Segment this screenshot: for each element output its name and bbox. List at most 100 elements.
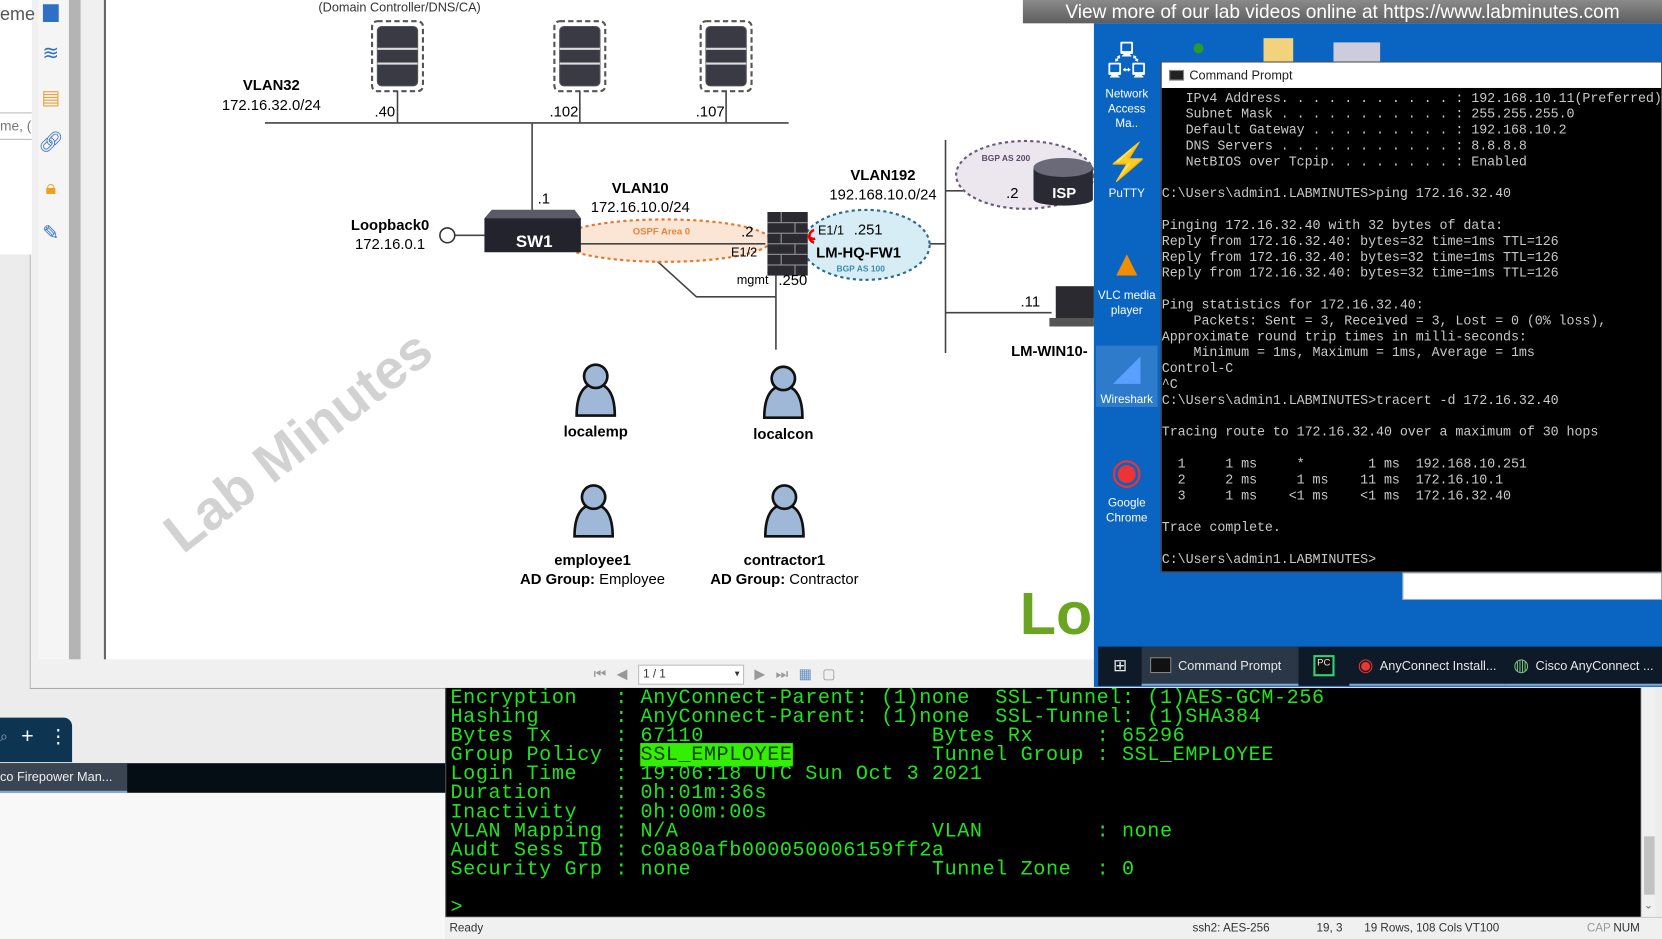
loopback-icon bbox=[439, 227, 456, 244]
user-icon bbox=[575, 363, 617, 417]
terminal-text: VLAN Mapping : N/A VLAN : none bbox=[450, 819, 1173, 843]
scrollbar-thumb[interactable] bbox=[1644, 836, 1655, 895]
folder-icon bbox=[1263, 38, 1294, 62]
next-page-icon[interactable]: ▶ bbox=[754, 665, 766, 682]
terminal-line: Inactivity : 0h:00m:00s bbox=[450, 802, 1324, 822]
remote-taskbar: ⊞ Command Prompt PC ◉AnyConnect Install.… bbox=[1098, 646, 1662, 686]
logo-fragment: Lo bbox=[1020, 580, 1093, 647]
fw-name: LM-HQ-FW1 bbox=[816, 246, 901, 262]
pages-icon[interactable]: ▆ bbox=[43, 0, 59, 23]
cmd-line bbox=[1162, 202, 1661, 218]
server-icon bbox=[699, 20, 753, 93]
isp-bgp-label: BGP AS 200 bbox=[982, 153, 1031, 163]
terminal-line: Duration : 0h:01m:36s bbox=[450, 783, 1324, 803]
cmd-line: C:\Users\admin1.LABMINUTES>tracert -d 17… bbox=[1161, 393, 1559, 409]
first-page-icon[interactable]: ⏮ bbox=[593, 665, 607, 682]
sidebar-splitter[interactable] bbox=[68, 0, 81, 660]
cmd-icon bbox=[1150, 657, 1172, 674]
desktop-icon-vlc[interactable]: ▲VLC media player bbox=[1096, 242, 1157, 318]
vlan32-name: VLAN32 bbox=[243, 78, 300, 94]
taskbar-item-cisco-anyconnect[interactable]: ◍Cisco AnyConnect ... bbox=[1504, 647, 1662, 686]
cmd-line: Default Gateway . . . . . . . . . : 192.… bbox=[1161, 122, 1567, 138]
ospf-area-label: OSPF Area 0 bbox=[633, 226, 690, 237]
floating-toolbar: ⌕ + ⋮ bbox=[0, 717, 73, 763]
fit-width-icon[interactable]: ▢ bbox=[822, 665, 836, 682]
fw-mgmt-ip: .250 bbox=[778, 273, 807, 289]
vlan10-name: VLAN10 bbox=[612, 181, 669, 197]
terminal-line: Group Policy : SSL_EMPLOYEE Tunnel Group… bbox=[450, 743, 1324, 767]
status-emulation: VT100 bbox=[1464, 922, 1500, 935]
attachment-icon[interactable]: 🔗︎ bbox=[38, 131, 64, 154]
comments-icon[interactable]: ▤ bbox=[41, 86, 61, 110]
cmd-line: Approximate round trip times in milli-se… bbox=[1161, 329, 1527, 345]
cmd-output[interactable]: IPv4 Address. . . . . . . . . . . : 192.… bbox=[1161, 88, 1662, 568]
last-page-icon[interactable]: ⏭ bbox=[775, 665, 789, 682]
isp-ip: .2 bbox=[1006, 186, 1018, 202]
cmd-line: Control-C bbox=[1161, 361, 1234, 377]
terminal-line: Security Grp : none Tunnel Zone : 0 bbox=[450, 859, 1324, 879]
wireshark-icon: ◢ bbox=[1112, 347, 1141, 388]
search-icon[interactable]: ⌕ bbox=[0, 728, 8, 745]
terminal-text: Group Policy : bbox=[450, 743, 641, 767]
scroll-down-icon[interactable]: ⌄ bbox=[1644, 899, 1653, 912]
network-access-icon: 🖧 bbox=[1106, 42, 1147, 83]
desktop-icon-network-access[interactable]: 🖧Network Access Ma.. bbox=[1096, 40, 1157, 131]
prev-page-icon[interactable]: ◀ bbox=[616, 665, 628, 682]
fw-inside-if: E1/2 bbox=[731, 245, 757, 260]
app-icon-partial: ● bbox=[1191, 33, 1206, 61]
anyconnect-icon: ◍ bbox=[1513, 654, 1530, 675]
status-ready: Ready bbox=[449, 922, 484, 935]
status-cap: CAP bbox=[1586, 922, 1611, 935]
signature-icon[interactable]: ✎ bbox=[42, 222, 60, 245]
terminal-line: Audt Sess ID : c0a80afb000050006159ff2a bbox=[450, 840, 1324, 860]
terminal-line: Hashing : AnyConnect-Parent: (1)none SSL… bbox=[450, 706, 1324, 726]
left-app-panel: eme me, ( bbox=[0, 0, 35, 255]
servers bbox=[370, 20, 753, 93]
vlan192-subnet: 192.168.10.0/24 bbox=[829, 187, 936, 203]
sw1-ip: .1 bbox=[538, 192, 550, 208]
cmd-line: Ping statistics for 172.16.32.40: bbox=[1161, 297, 1424, 313]
terminal-text: > bbox=[450, 895, 464, 917]
window-icon bbox=[1333, 42, 1381, 64]
taskbar-item-command-prompt[interactable]: Command Prompt bbox=[1142, 646, 1299, 686]
laptop-icon bbox=[1049, 286, 1094, 327]
fw-outside-if: E1/1 bbox=[818, 222, 844, 237]
bgp-as100-ellipse bbox=[801, 208, 931, 281]
taskbar-item-pycharm[interactable]: PC bbox=[1298, 647, 1349, 686]
cmd-line: Packets: Sent = 3, Received = 3, Lost = … bbox=[1161, 313, 1607, 329]
command-prompt-window[interactable]: Command Prompt IPv4 Address. . . . . . .… bbox=[1160, 61, 1662, 573]
user-group: AD Group: Employee bbox=[520, 572, 665, 588]
fw-mgmt-label: mgmt bbox=[737, 272, 769, 287]
start-button[interactable]: ⊞ bbox=[1098, 647, 1142, 686]
client-ip: .11 bbox=[1021, 294, 1041, 310]
fw-bgp-label: BGP AS 100 bbox=[836, 263, 885, 273]
desktop-icon-chrome[interactable]: ◉Google Chrome bbox=[1096, 449, 1157, 525]
highlighted-text: SSL_EMPLOYEE bbox=[640, 743, 793, 767]
status-cursor: 19, 3 bbox=[1316, 922, 1343, 935]
taskbar-item-anyconnect-install[interactable]: ◉AnyConnect Install... bbox=[1349, 647, 1505, 686]
user-icon bbox=[762, 365, 804, 419]
cmd-line: Trace complete. bbox=[1161, 520, 1281, 536]
watermark: Lab Minutes bbox=[152, 317, 444, 564]
ssh-terminal[interactable]: Encryption : AnyConnect-Parent: (1)none … bbox=[445, 687, 1641, 917]
pdf-page-navigation: ⏮ ◀ 1 / 1 ▶ ⏭ ▦ ▢ bbox=[593, 664, 836, 685]
users bbox=[573, 363, 805, 538]
fw-outside-ip: .251 bbox=[854, 222, 883, 238]
desktop-icon-putty[interactable]: ⚡PuTTY bbox=[1096, 140, 1157, 201]
cmd-line bbox=[1162, 409, 1661, 425]
drag-handle-icon[interactable]: ⋮ bbox=[48, 726, 68, 748]
desktop-icon-wireshark[interactable]: ◢Wireshark bbox=[1096, 345, 1158, 408]
layers-icon[interactable]: ≋ bbox=[42, 42, 60, 65]
terminal-scrollbar[interactable]: ⌄ bbox=[1640, 687, 1656, 917]
promo-banner: View more of our lab videos online at ht… bbox=[1022, 0, 1662, 24]
add-icon[interactable]: + bbox=[21, 725, 34, 749]
chrome-icon: ◉ bbox=[1357, 654, 1374, 675]
lock-icon[interactable]: 🔒︎ bbox=[45, 177, 57, 200]
cmd-title-bar[interactable]: Command Prompt bbox=[1161, 62, 1662, 88]
terminal-text: Encryption : AnyConnect-Parent: (1)none … bbox=[450, 687, 1325, 710]
page-select[interactable]: 1 / 1 bbox=[637, 664, 744, 685]
fit-page-icon[interactable]: ▦ bbox=[798, 665, 812, 682]
taskbar-item-firepower[interactable]: co Firepower Man... bbox=[0, 763, 128, 793]
terminal-line: Bytes Tx : 67110 Bytes Rx : 65296 bbox=[450, 726, 1324, 746]
left-app-search-input[interactable]: me, ( bbox=[0, 112, 32, 140]
